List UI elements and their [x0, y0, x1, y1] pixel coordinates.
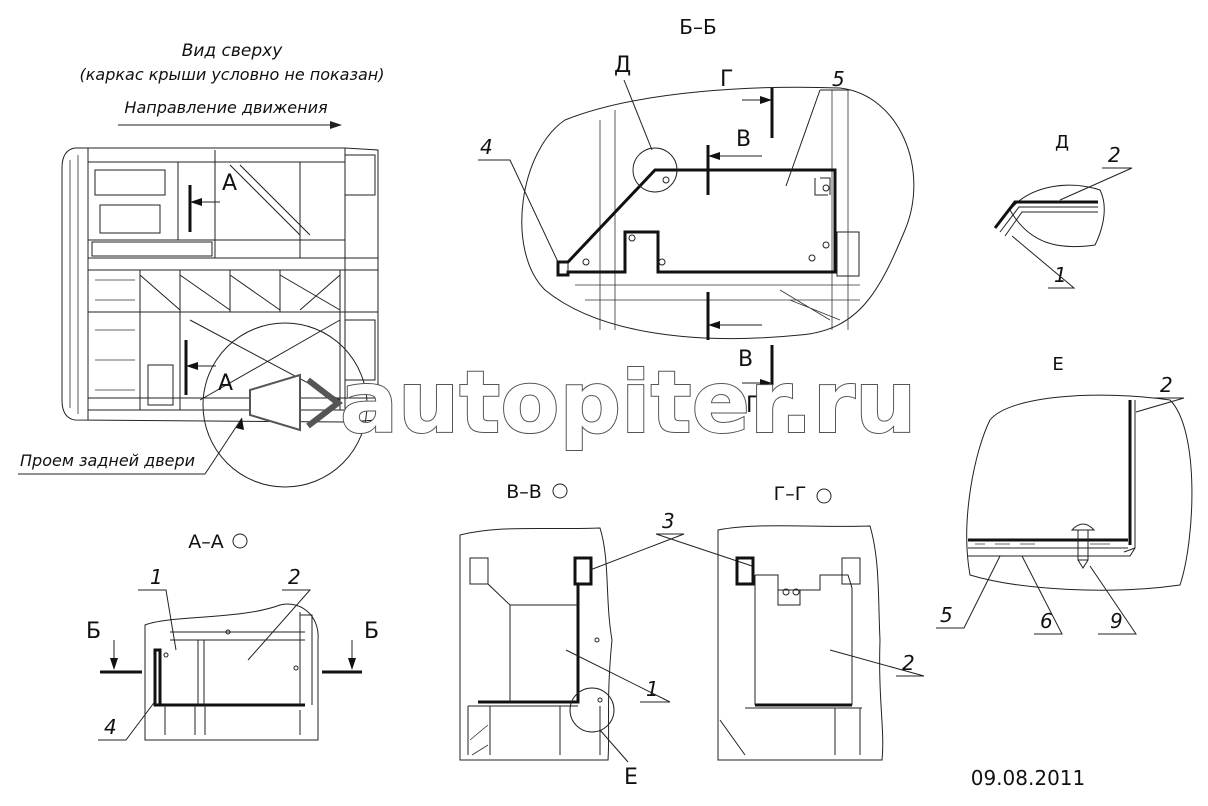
watermark-logo	[249, 373, 343, 432]
bolts	[582, 176, 830, 266]
section-aa: А–А Б Б 1 2 4	[86, 531, 379, 741]
detail-e-callout-6: 6	[1040, 609, 1053, 633]
detail-e-callout-2: 2	[1160, 373, 1173, 397]
label-e: Е	[624, 765, 638, 790]
section-a-top-letter: А	[222, 171, 237, 196]
section-vv: В–В Е 3 1	[459, 481, 753, 790]
date-stamp: 09.08.2011	[971, 766, 1086, 790]
watermark: autopiter.ru	[249, 352, 917, 454]
detail-e-circle	[569, 687, 615, 733]
direction-arrow	[118, 121, 342, 129]
label-v-bottom: В	[738, 347, 753, 372]
detail-d-callout-2: 2	[1108, 143, 1121, 167]
section-aa-callout-4: 4	[104, 715, 117, 739]
label-v-top: В	[736, 127, 751, 152]
detail-d-circle	[632, 147, 678, 193]
section-vv-callout-1: 1	[646, 677, 659, 701]
detail-e-title: Е	[1052, 354, 1063, 375]
rear-door-label: Проем задней двери	[18, 417, 244, 475]
label-g-bottom: Г	[746, 393, 759, 418]
label-g-top: Г	[720, 67, 733, 92]
cut-b-right-letter: Б	[364, 619, 379, 644]
rear-door-text: Проем задней двери	[20, 451, 195, 470]
callout-5: 5	[832, 67, 845, 91]
rotation-symbol-vv	[552, 483, 568, 499]
section-aa-callout-2: 2	[288, 565, 301, 589]
section-aa-title: А–А	[188, 531, 224, 553]
cut-b-left-letter: Б	[86, 619, 101, 644]
detail-d: Д 2 1	[993, 132, 1133, 289]
rotation-symbol-gg	[816, 488, 832, 504]
section-a-bottom-letter: А	[218, 371, 233, 396]
section-a-top-marker: А	[188, 171, 237, 232]
section-gg: Г–Г 2	[717, 483, 925, 761]
detail-e-callout-9: 9	[1110, 609, 1123, 633]
section-a-bottom-marker: А	[184, 340, 233, 396]
detail-e-callout-5: 5	[940, 603, 953, 627]
direction-label: Направление движения	[124, 98, 328, 117]
top-view: Вид сверху (каркас крыши условно не пока…	[18, 41, 385, 488]
section-gg-title: Г–Г	[774, 483, 807, 505]
panel-outline	[556, 168, 837, 277]
cut-b-right: Б	[322, 619, 379, 674]
section-aa-callout-1: 1	[150, 565, 163, 589]
detail-ellipse	[202, 322, 368, 488]
section-gg-callout-2: 2	[902, 651, 915, 675]
top-view-subtitle: (каркас крыши условно не показан)	[80, 65, 385, 84]
top-view-title: Вид сверху	[182, 41, 284, 61]
section-v-markers: В В	[706, 127, 762, 372]
section-vv-callout-3: 3	[662, 509, 675, 533]
screw-9	[1070, 523, 1096, 569]
section-vv-title: В–В	[506, 481, 542, 503]
section-g-markers: Г Г	[720, 67, 774, 418]
rotation-symbol-aa	[232, 533, 248, 549]
section-bb-breakline	[521, 86, 915, 340]
watermark-text: autopiter.ru	[340, 353, 916, 453]
label-d: Д	[614, 53, 631, 78]
detail-e: Е 2 5 6 9	[936, 354, 1193, 635]
callout-4: 4	[480, 135, 493, 159]
detail-d-title: Д	[1055, 132, 1069, 153]
detail-d-callout-1: 1	[1054, 263, 1067, 287]
cut-b-left: Б	[86, 619, 142, 674]
section-bb-title: Б–Б	[679, 15, 716, 39]
bus-frame-top-view	[61, 147, 379, 423]
section-bb: Б–Б Д Г Г	[478, 15, 915, 418]
